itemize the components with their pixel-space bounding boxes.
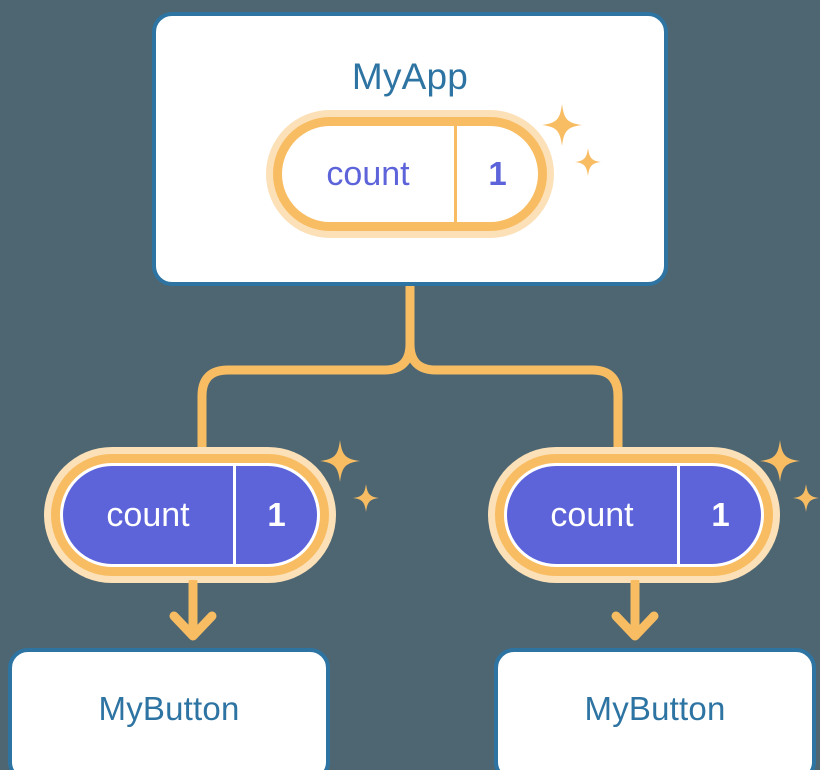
state-key: count [326,154,410,193]
state-value: 1 [488,155,507,192]
component-label: MyButton [98,690,240,727]
component-card-mybutton-left[interactable]: MyButton [8,648,330,770]
state-key: count [106,495,190,534]
pill-body: count 1 [282,126,538,222]
pill-body: count 1 [504,463,764,567]
state-value: 1 [267,496,286,533]
arrow-down-icon [611,580,659,641]
arrow-down-icon [169,580,217,641]
pill-divider [233,466,236,564]
component-card-mybutton-right[interactable]: MyButton [494,648,816,770]
pill-divider [454,126,457,222]
state-pill-right[interactable]: count 1 [488,447,780,583]
pill-divider [677,466,680,564]
state-value: 1 [711,496,730,533]
pill-body: count 1 [60,463,320,567]
state-pill-root[interactable]: count 1 [266,110,554,238]
branch-connector [197,282,623,454]
component-label: MyButton [584,690,726,727]
state-key: count [550,495,634,534]
page-title: MyApp [351,56,469,97]
state-pill-left[interactable]: count 1 [44,447,336,583]
